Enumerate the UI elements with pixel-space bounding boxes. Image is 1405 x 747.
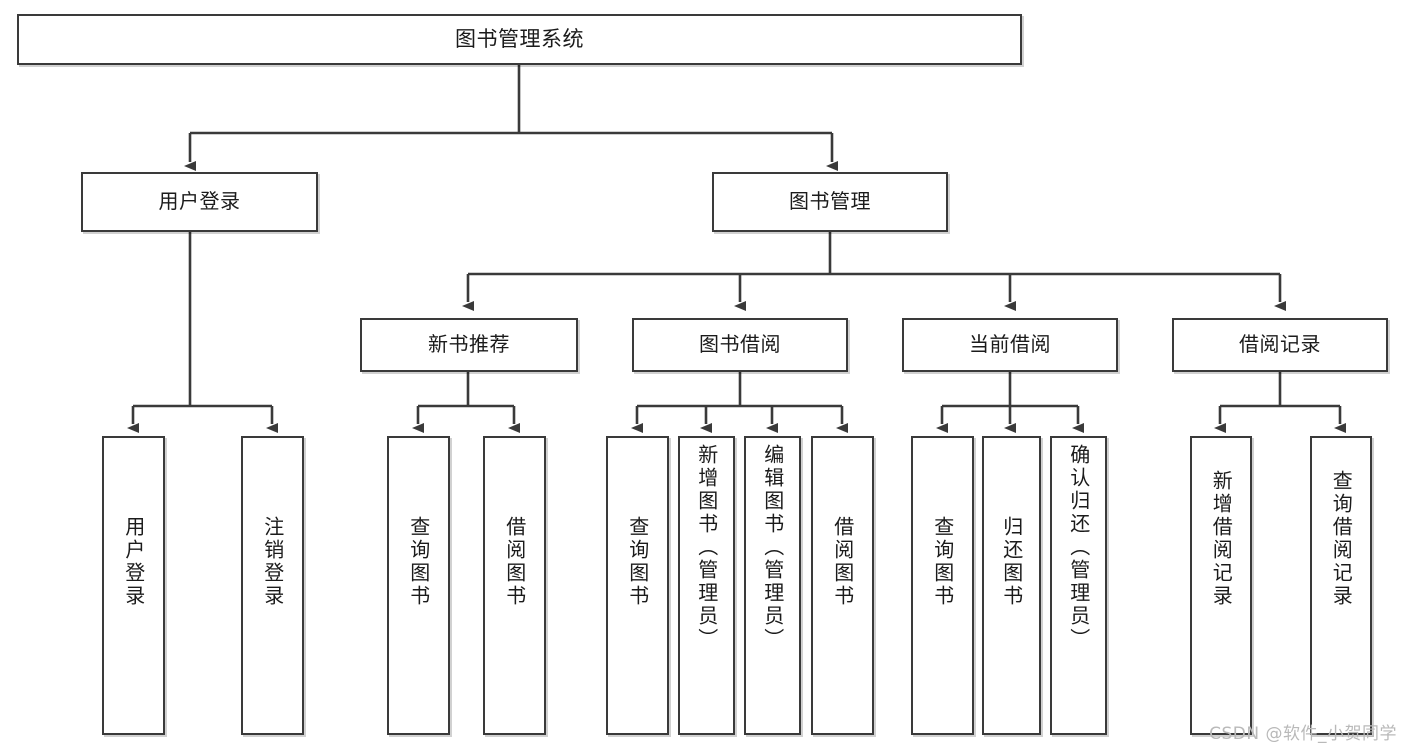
- node-label: 当前借阅: [969, 332, 1051, 357]
- leaf-return-book[interactable]: 归还图书: [982, 436, 1041, 735]
- node-label: 查询图书: [625, 516, 650, 608]
- csdn-watermark: CSDN @软件_小贺同学: [1209, 724, 1397, 744]
- node-label: 借阅记录: [1239, 332, 1321, 357]
- leaf-edit-book-admin[interactable]: 编辑图书（管理员）: [744, 436, 801, 735]
- node-new-book-recommend[interactable]: 新书推荐: [360, 318, 578, 372]
- leaf-add-borrow-record[interactable]: 新增借阅记录: [1190, 436, 1252, 735]
- node-label: 新书推荐: [428, 332, 510, 357]
- leaf-query-book-borrow[interactable]: 查询图书: [606, 436, 669, 735]
- node-book-borrow[interactable]: 图书借阅: [632, 318, 848, 372]
- node-label: 查询图书: [930, 516, 955, 608]
- node-label: 归还图书: [999, 516, 1024, 608]
- node-label: 借阅图书: [502, 516, 527, 608]
- node-label: 新增借阅记录: [1209, 470, 1234, 608]
- leaf-query-book-recommend[interactable]: 查询图书: [387, 436, 450, 735]
- node-label: 注销登录: [260, 516, 285, 608]
- leaf-add-book-admin[interactable]: 新增图书（管理员）: [678, 436, 735, 735]
- node-label: 查询图书: [406, 516, 431, 608]
- node-label: 编辑图书（管理员）: [760, 444, 785, 651]
- node-label: 图书管理: [789, 189, 871, 214]
- leaf-confirm-return-admin[interactable]: 确认归还（管理员）: [1050, 436, 1107, 735]
- node-label: 用户登录: [121, 516, 146, 608]
- node-label: 图书管理系统: [455, 27, 584, 52]
- node-label: 查询借阅记录: [1329, 470, 1354, 608]
- node-label: 用户登录: [158, 189, 241, 214]
- leaf-query-book-current[interactable]: 查询图书: [911, 436, 974, 735]
- node-book-management[interactable]: 图书管理: [712, 172, 948, 232]
- node-label: 借阅图书: [830, 516, 855, 608]
- leaf-user-login[interactable]: 用户登录: [102, 436, 165, 735]
- node-root-book-management-system[interactable]: 图书管理系统: [17, 14, 1022, 65]
- node-current-borrow[interactable]: 当前借阅: [902, 318, 1118, 372]
- node-borrow-record[interactable]: 借阅记录: [1172, 318, 1388, 372]
- node-user-login[interactable]: 用户登录: [81, 172, 318, 232]
- leaf-borrow-book[interactable]: 借阅图书: [811, 436, 874, 735]
- leaf-borrow-book-recommend[interactable]: 借阅图书: [483, 436, 546, 735]
- leaf-query-borrow-record[interactable]: 查询借阅记录: [1310, 436, 1372, 735]
- leaf-user-logout[interactable]: 注销登录: [241, 436, 304, 735]
- node-label: 确认归还（管理员）: [1066, 444, 1091, 651]
- node-label: 新增图书（管理员）: [694, 444, 719, 651]
- node-label: 图书借阅: [699, 332, 781, 357]
